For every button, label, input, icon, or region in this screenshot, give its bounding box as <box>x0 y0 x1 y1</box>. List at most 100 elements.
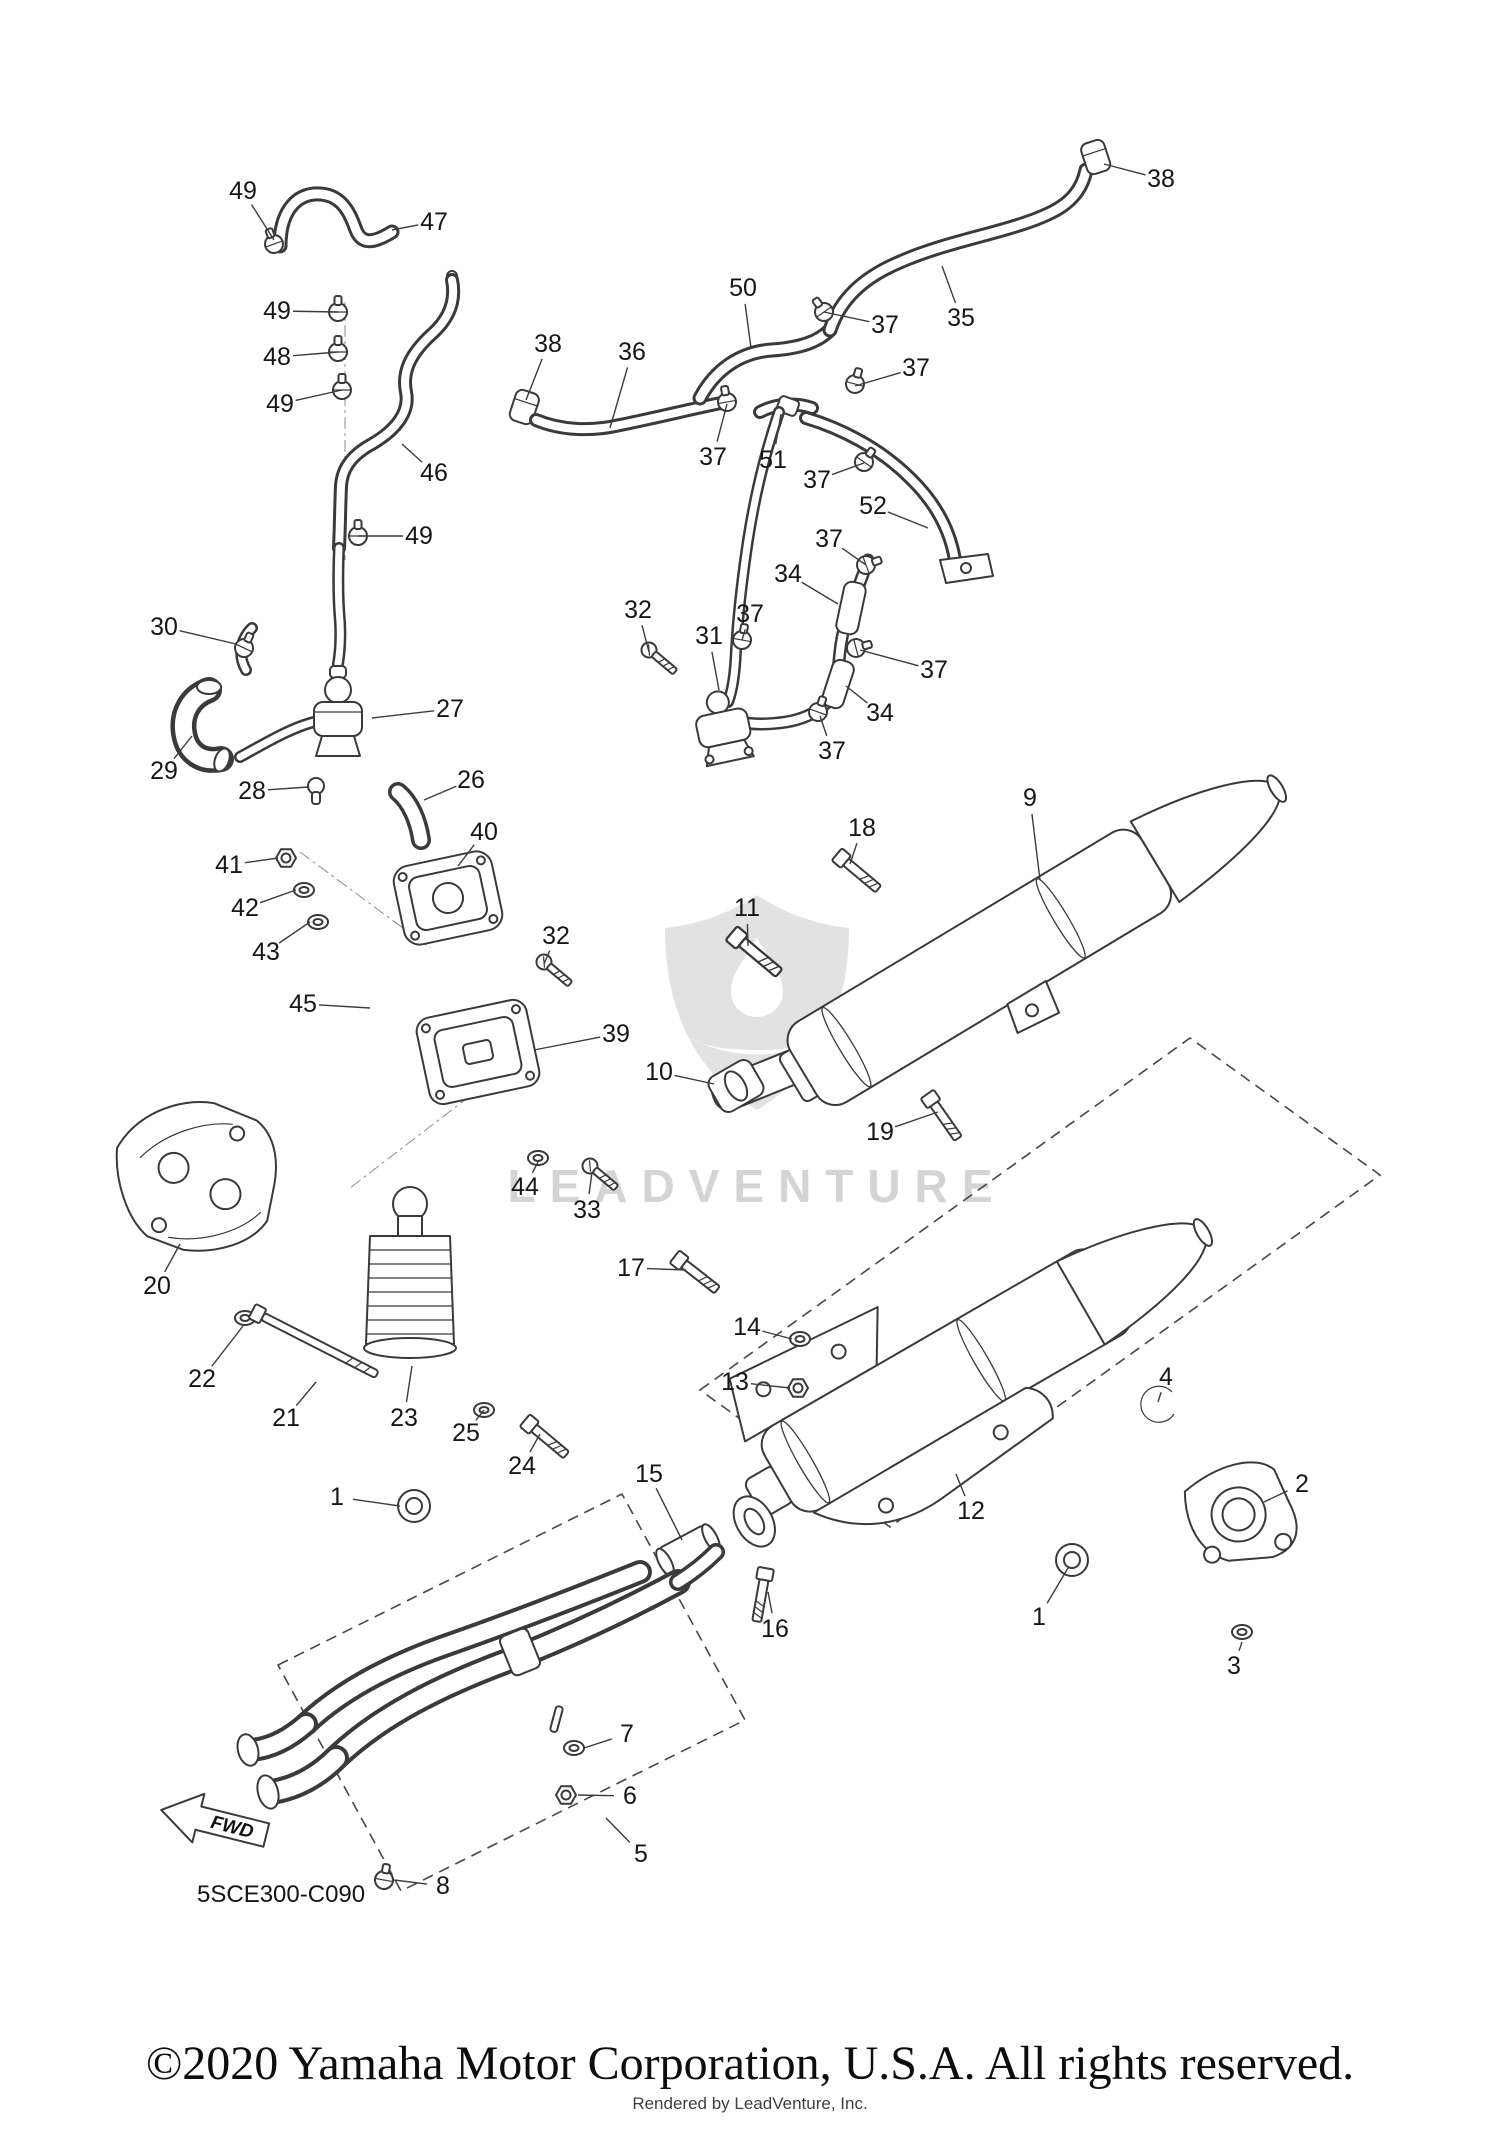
callout-8: 8 <box>436 1872 450 1900</box>
callout-16: 16 <box>761 1615 789 1643</box>
leader-line-33 <box>588 1171 593 1195</box>
callout-27: 27 <box>436 695 464 723</box>
callout-12: 12 <box>957 1497 985 1525</box>
callout-23: 23 <box>390 1404 418 1432</box>
exhaust-pipe-group <box>236 1489 725 1892</box>
rendered-by-text: Rendered by LeadVenture, Inc. <box>632 2094 868 2113</box>
leader-line-37 <box>823 311 870 323</box>
muffler-12 <box>728 1218 1214 1548</box>
callout-31: 31 <box>695 622 723 650</box>
callout-48: 48 <box>263 343 291 371</box>
leader-line-36 <box>609 367 629 429</box>
part-20-reed-valve-cover <box>115 1101 277 1252</box>
callout-52: 52 <box>859 492 887 520</box>
leader-line-7 <box>583 1738 613 1749</box>
callout-24: 24 <box>508 1452 536 1480</box>
leader-line-32 <box>543 950 551 965</box>
callout-39: 39 <box>602 1020 630 1048</box>
callout-51: 51 <box>759 446 787 474</box>
leader-line-6 <box>577 1794 615 1797</box>
bracket-39-group <box>368 988 622 1195</box>
callout-35: 35 <box>947 304 975 332</box>
leader-line-20 <box>164 1243 181 1273</box>
leader-line-38 <box>1103 163 1146 176</box>
leader-line-40 <box>457 844 475 867</box>
callout-37: 37 <box>736 600 764 628</box>
leader-line-49 <box>250 204 275 241</box>
leader-line-23 <box>405 1365 413 1403</box>
callout-44: 44 <box>511 1173 539 1201</box>
callout-37: 37 <box>815 525 843 553</box>
cover-40-group <box>275 848 576 991</box>
muffler-9 <box>711 774 1288 1112</box>
leader-line-50 <box>744 303 752 349</box>
callout-43: 43 <box>252 938 280 966</box>
leader-line-37 <box>841 547 867 566</box>
leader-line-51 <box>775 413 782 445</box>
leader-line-41 <box>244 857 279 864</box>
callout-2: 2 <box>1295 1470 1309 1498</box>
leader-line-11 <box>746 923 749 947</box>
leader-line-14 <box>762 1330 793 1340</box>
leader-line-9 <box>1031 813 1041 881</box>
callout-46: 46 <box>420 459 448 487</box>
callout-25: 25 <box>452 1419 480 1447</box>
leader-line-21 <box>295 1381 317 1407</box>
callout-34: 34 <box>866 699 894 727</box>
part-21-long-bolt <box>248 1303 379 1379</box>
callout-10: 10 <box>645 1058 673 1086</box>
leader-line-25 <box>475 1409 485 1421</box>
leader-line-2 <box>1263 1490 1288 1503</box>
part-10-damper <box>707 1058 765 1114</box>
callout-37: 37 <box>803 466 831 494</box>
leader-line-37 <box>716 403 728 442</box>
leader-line-28 <box>267 786 309 791</box>
callout-47: 47 <box>420 208 448 236</box>
leader-line-32 <box>641 625 650 653</box>
leader-line-17 <box>646 1267 687 1271</box>
callout-29: 29 <box>150 757 178 785</box>
callout-49: 49 <box>229 177 257 205</box>
leader-line-47 <box>391 224 419 231</box>
valve-group-left <box>170 622 431 850</box>
leader-line-49 <box>292 310 339 313</box>
leader-line-16 <box>767 1591 773 1614</box>
callout-9: 9 <box>1023 784 1037 812</box>
part-4-snap-ring <box>1140 1385 1175 1423</box>
callout-6: 6 <box>623 1782 637 1810</box>
leader-line-37 <box>859 649 919 667</box>
callout-37: 37 <box>871 311 899 339</box>
leader-line-26 <box>423 785 457 801</box>
callout-11: 11 <box>734 894 760 922</box>
callout-32: 32 <box>542 922 570 950</box>
leader-line-30 <box>179 629 237 645</box>
callout-30: 30 <box>150 613 178 641</box>
callout-22: 22 <box>188 1365 216 1393</box>
callout-49: 49 <box>266 390 294 418</box>
part-27-air-cut-valve <box>313 665 363 757</box>
callout-36: 36 <box>618 338 646 366</box>
callout-21: 21 <box>272 1404 300 1432</box>
part-23-canister <box>363 1186 457 1359</box>
callout-19: 19 <box>866 1118 894 1146</box>
leader-line-52 <box>887 511 929 529</box>
leader-line-37 <box>741 629 746 641</box>
callout-4: 4 <box>1159 1363 1173 1391</box>
callout-18: 18 <box>848 814 876 842</box>
callout-34: 34 <box>774 560 802 588</box>
callout-3: 3 <box>1227 1652 1241 1680</box>
leader-line-34 <box>801 581 839 605</box>
leader-line-38 <box>525 358 543 401</box>
watermark-logo: LEADVENTURE <box>507 895 993 1212</box>
callout-40: 40 <box>470 818 498 846</box>
callout-45: 45 <box>289 990 317 1018</box>
leader-line-49 <box>295 389 343 402</box>
air-hose-group-top <box>506 137 1114 584</box>
leader-line-1 <box>352 1498 401 1507</box>
leader-line-13 <box>750 1383 791 1389</box>
part-code-label: 5SCE300-C090 <box>197 1881 365 1908</box>
callout-32: 32 <box>624 596 652 624</box>
callout-17: 17 <box>617 1254 645 1282</box>
callout-20: 20 <box>143 1272 171 1300</box>
